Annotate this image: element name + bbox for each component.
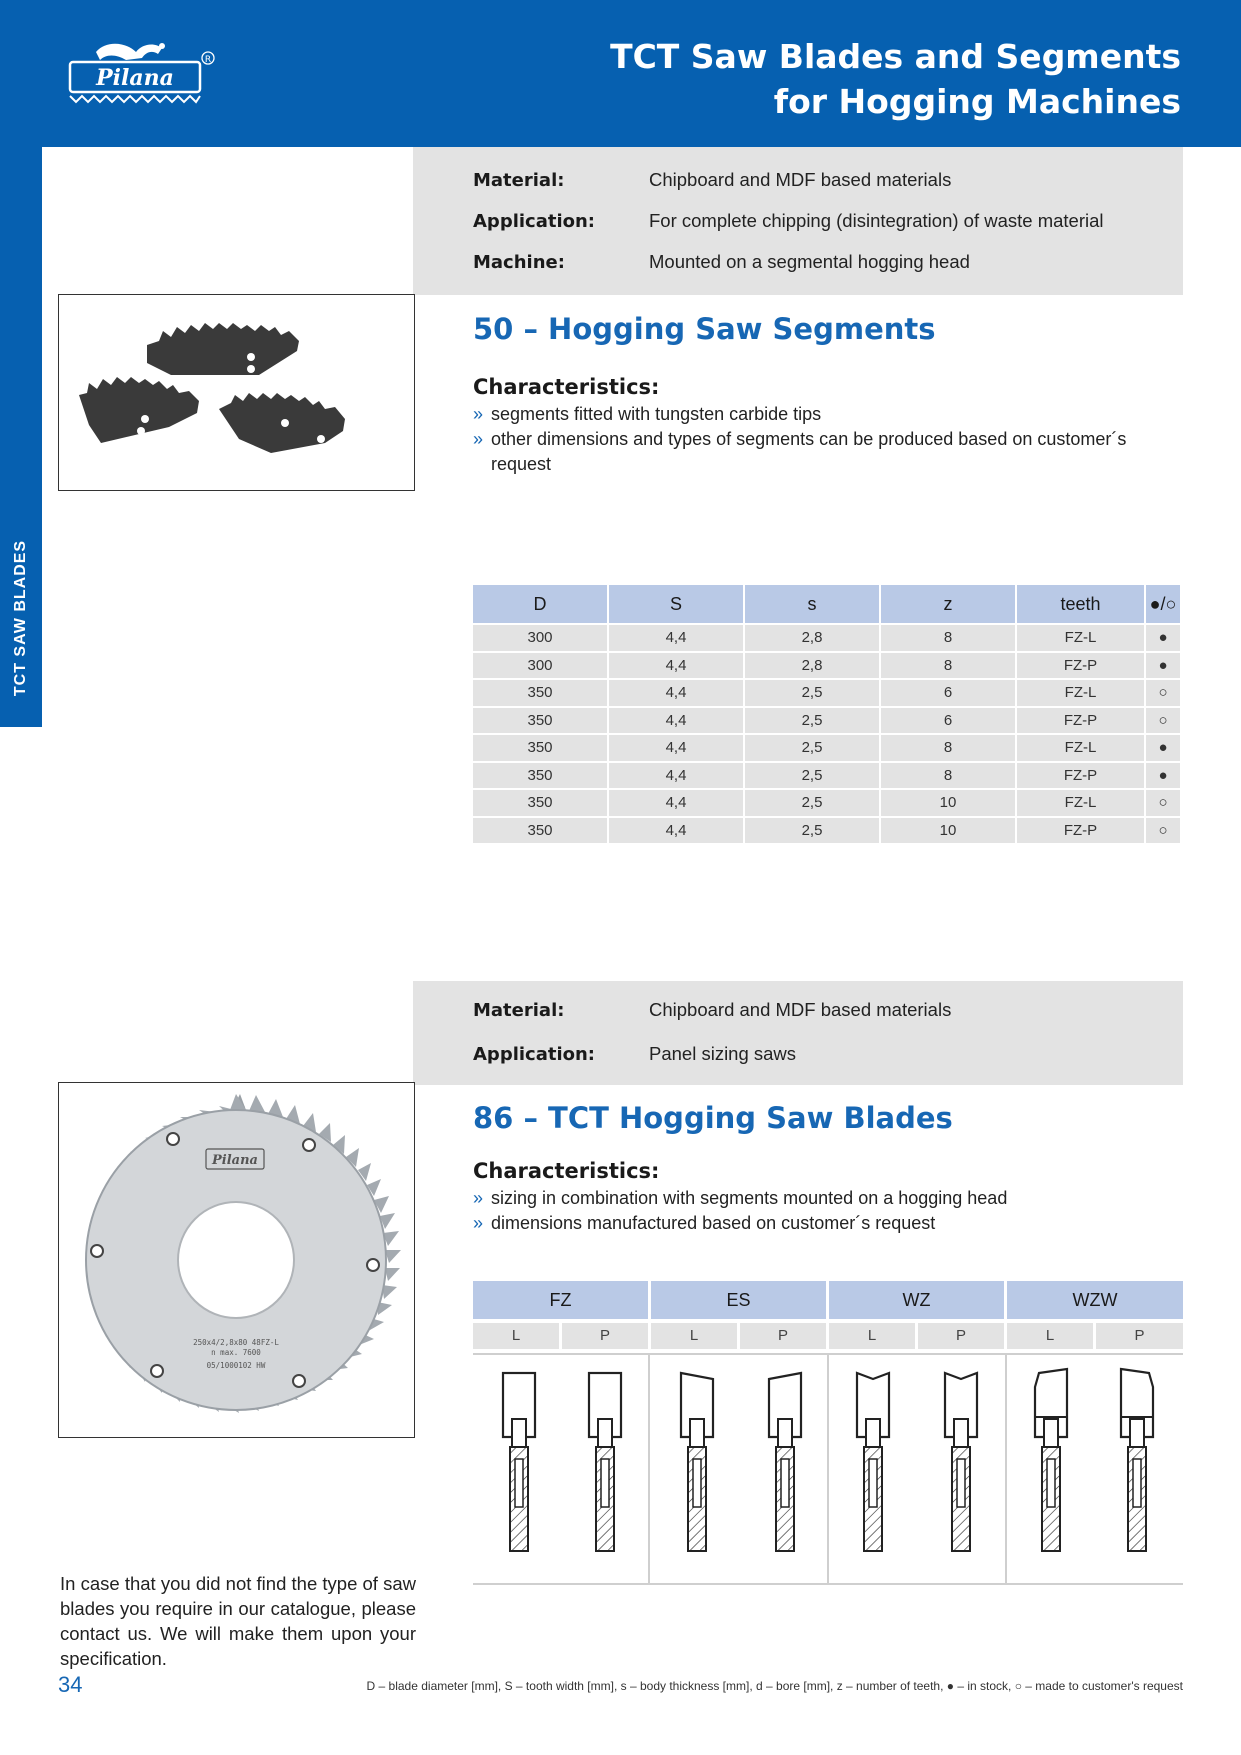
col-header-S: S xyxy=(609,585,743,623)
section2-characteristics-title: Characteristics: xyxy=(473,1159,660,1183)
table-header-row: D S s z teeth ●/○ xyxy=(473,585,1180,623)
page-title: TCT Saw Blades and Segments for Hogging … xyxy=(610,34,1181,124)
side-tab-label: TCT SAW BLADES xyxy=(12,539,29,697)
svg-text:250x4/2,8x80 48FZ-L: 250x4/2,8x80 48FZ-L xyxy=(193,1338,279,1347)
list-item: other dimensions and types of segments c… xyxy=(473,427,1183,477)
info-row-machine: Machine:Mounted on a segmental hogging h… xyxy=(473,251,970,273)
col-header-stock: ●/○ xyxy=(1146,585,1180,623)
svg-text:05/1000102 HW: 05/1000102 HW xyxy=(207,1361,266,1370)
page-number: 34 xyxy=(58,1672,83,1697)
segments-photo xyxy=(58,294,415,491)
profile-header-fz: FZ xyxy=(473,1281,648,1319)
profile-variant: P xyxy=(740,1323,826,1349)
profile-variant: L xyxy=(473,1323,559,1349)
col-header-D: D xyxy=(473,585,607,623)
profile-header-wz: WZ xyxy=(829,1281,1004,1319)
col-header-teeth: teeth xyxy=(1017,585,1144,623)
profile-variant: P xyxy=(1096,1323,1183,1349)
tooth-profiles-table: FZ ES WZ WZW L P L P L P L P xyxy=(473,1281,1183,1585)
svg-text:R: R xyxy=(205,55,211,65)
profile-variant: L xyxy=(1007,1323,1093,1349)
hogging-segments-image xyxy=(79,323,345,453)
profile-header-es: ES xyxy=(651,1281,826,1319)
section1-info-box: Material:Chipboard and MDF based materia… xyxy=(413,147,1183,295)
tooth-fz-p-drawing xyxy=(587,1371,623,1552)
section1-characteristics-title: Characteristics: xyxy=(473,375,660,399)
info-row-application: Application:Panel sizing saws xyxy=(473,1043,797,1065)
abbreviation-legend: D – blade diameter [mm], S – tooth width… xyxy=(366,1679,1183,1693)
tooth-wz-p-drawing xyxy=(943,1371,979,1552)
profile-variant: L xyxy=(651,1323,737,1349)
blade-photo: Pilana 250x4/2,8x80 48FZ-L n max. 7600 0… xyxy=(58,1082,415,1438)
section2-characteristics-list: sizing in combination with segments moun… xyxy=(473,1186,1183,1236)
tooth-wz-l-drawing xyxy=(855,1371,891,1552)
list-item: sizing in combination with segments moun… xyxy=(473,1186,1183,1211)
hogging-saw-blade-image: Pilana 250x4/2,8x80 48FZ-L n max. 7600 0… xyxy=(85,1094,401,1413)
section2-info-box: Material:Chipboard and MDF based materia… xyxy=(413,981,1183,1085)
side-tab xyxy=(0,147,42,727)
section2-title: 86 – TCT Hogging Saw Blades xyxy=(473,1101,953,1135)
tooth-profile-drawings xyxy=(473,1353,1183,1585)
profile-header-wzw: WZW xyxy=(1007,1281,1183,1319)
list-item: segments fitted with tungsten carbide ti… xyxy=(473,402,1183,427)
blade-bore xyxy=(177,1201,295,1319)
tooth-wzw-l-drawing xyxy=(1033,1367,1069,1552)
contact-note: In case that you did not find the type o… xyxy=(60,1573,416,1669)
col-header-z: z xyxy=(881,585,1015,623)
pilana-logo: Pilana R xyxy=(68,43,215,104)
title-line-2: for Hogging Machines xyxy=(773,82,1181,121)
profile-variant: P xyxy=(562,1323,648,1349)
title-line-1: TCT Saw Blades and Segments xyxy=(610,37,1181,76)
tooth-wzw-p-drawing xyxy=(1119,1367,1155,1552)
svg-text:Pilana: Pilana xyxy=(95,65,174,91)
col-header-s: s xyxy=(745,585,879,623)
info-row-material: Material:Chipboard and MDF based materia… xyxy=(473,169,952,191)
section1-characteristics-list: segments fitted with tungsten carbide ti… xyxy=(473,402,1183,477)
list-item: dimensions manufactured based on custome… xyxy=(473,1211,1183,1236)
section1-title: 50 – Hogging Saw Segments xyxy=(473,312,936,346)
svg-text:Pilana: Pilana xyxy=(211,1153,258,1168)
page-header: Pilana R TCT Saw Blades and Segments for… xyxy=(0,0,1241,147)
profile-variant: L xyxy=(829,1323,915,1349)
info-row-material: Material:Chipboard and MDF based materia… xyxy=(473,999,952,1021)
tooth-fz-l-drawing xyxy=(501,1371,537,1552)
profile-variant: P xyxy=(918,1323,1004,1349)
tooth-es-p-drawing xyxy=(767,1371,803,1552)
tooth-es-l-drawing xyxy=(679,1371,715,1552)
info-row-application: Application:For complete chipping (disin… xyxy=(473,210,1104,232)
svg-text:n max. 7600: n max. 7600 xyxy=(211,1348,261,1357)
